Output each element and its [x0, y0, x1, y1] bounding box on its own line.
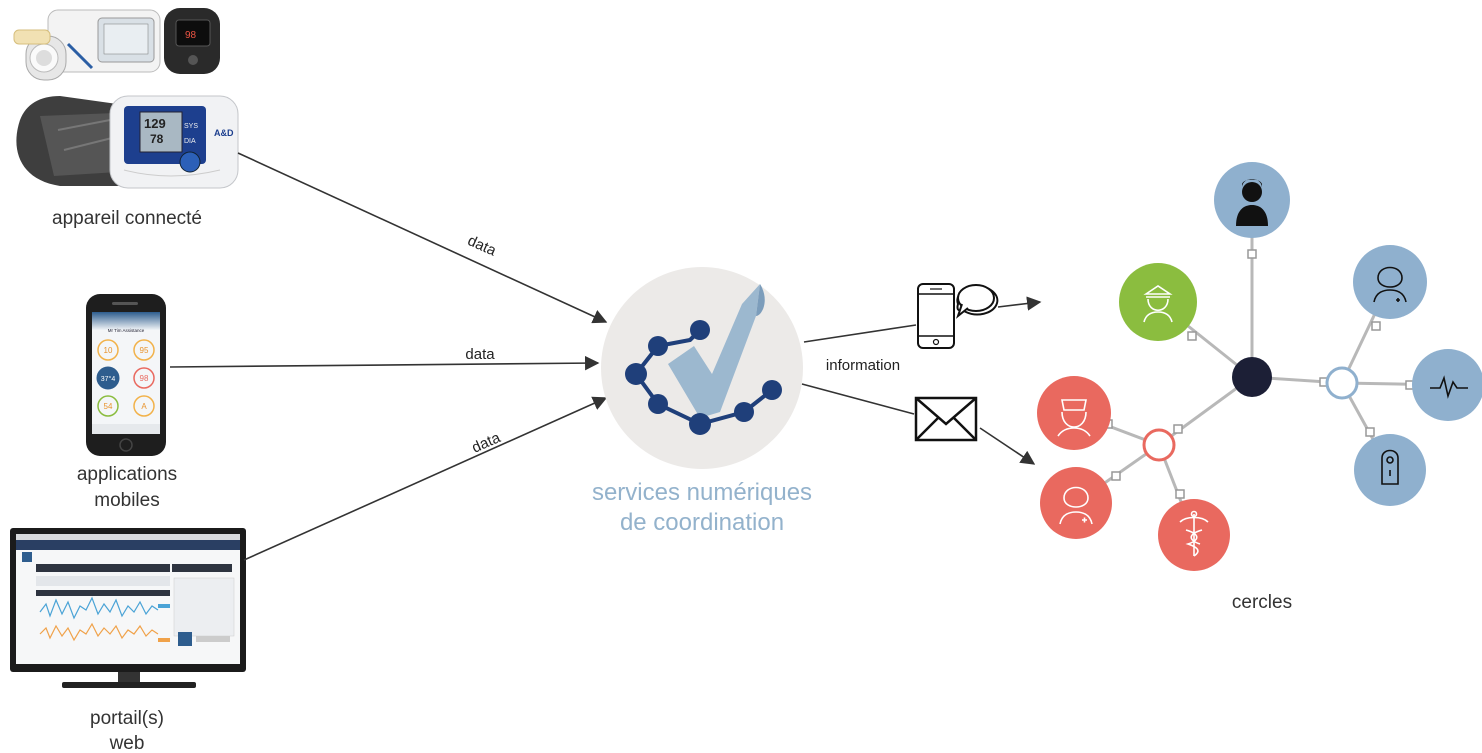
- svg-text:DIA: DIA: [184, 138, 196, 145]
- hub-label-line2: de coordination: [620, 509, 784, 536]
- patient-node: [1214, 162, 1290, 238]
- caregiver-icon: [1057, 399, 1091, 437]
- data-label-bottom: data: [469, 429, 503, 457]
- data-arrow-device: [237, 152, 608, 324]
- medical-node: [1158, 499, 1230, 571]
- mobile-gauges: 10 95 37°4 98 54 A: [96, 339, 155, 417]
- data-arrow-mobile: [169, 355, 600, 371]
- info-line-sms: [803, 324, 917, 343]
- mobile-label-line1: applications: [77, 464, 177, 485]
- data-label-top: data: [465, 232, 499, 260]
- svg-text:78: 78: [150, 132, 164, 146]
- info-arrow-email: [979, 427, 1036, 465]
- web-label-line1: portail(s): [90, 708, 164, 729]
- circles-label: cercles: [1232, 592, 1292, 613]
- information-label: information: [826, 357, 900, 374]
- nurse-icon: [1373, 266, 1407, 303]
- person-icon: [1236, 179, 1268, 226]
- gauge-value: 37°4: [101, 375, 116, 383]
- connected-device-image: 98 129 78 SYS DIA A&D: [13, 8, 239, 189]
- info-arrow-sms: [997, 296, 1042, 311]
- home-node: [1354, 434, 1426, 506]
- heartbeat-icon: [1430, 375, 1468, 399]
- blue-hub-node: [1325, 366, 1359, 400]
- gauge-value: 54: [104, 402, 113, 411]
- caduceus-icon: [1179, 510, 1209, 557]
- blood-pressure-monitor-icon: 129 78 SYS DIA A&D: [16, 95, 239, 189]
- hub-label-line1: services numériques: [592, 479, 812, 506]
- svg-text:SYS: SYS: [184, 123, 198, 130]
- svg-text:98: 98: [185, 30, 197, 41]
- door-hanger-icon: [1381, 449, 1399, 485]
- gauge-value: 10: [104, 346, 113, 355]
- doctor-icon: [1059, 486, 1093, 525]
- gauge-value: 95: [140, 346, 149, 355]
- web-portal-monitor-image: [10, 528, 246, 688]
- info-line-email: [801, 383, 915, 415]
- police-officer-icon: [1143, 285, 1173, 323]
- doctor-node: [1040, 467, 1112, 539]
- gauge-value: 98: [140, 374, 149, 383]
- red-hub-node: [1142, 428, 1176, 462]
- checkmark-icon: [668, 284, 760, 418]
- coordination-hub: [601, 267, 803, 469]
- police-node: [1119, 263, 1197, 341]
- monitoring-node: [1412, 349, 1482, 421]
- oximeter-icon: 98: [164, 8, 220, 74]
- envelope-icon: [914, 396, 978, 442]
- nurse-node: [1353, 245, 1427, 319]
- caregiver-node: [1037, 376, 1111, 450]
- spirometer-icon: [13, 9, 161, 81]
- gauge-value: A: [141, 402, 147, 411]
- svg-text:129: 129: [144, 116, 166, 131]
- center-node: [1232, 357, 1272, 397]
- circles-network: [1037, 162, 1482, 571]
- data-arrow-web: [243, 396, 608, 561]
- mobile-screen-title: Mr Tim Assistance: [108, 328, 145, 333]
- data-label-middle: data: [465, 346, 495, 363]
- mobile-label-line2: mobiles: [94, 490, 159, 511]
- smartphone-message-icon: [917, 283, 999, 349]
- smartphone-app-image: Mr Tim Assistance 10 95 37°4 98 54 A: [86, 294, 166, 456]
- device-label: appareil connecté: [52, 208, 202, 229]
- web-label-line2: web: [109, 733, 145, 753]
- svg-text:A&D: A&D: [214, 128, 234, 138]
